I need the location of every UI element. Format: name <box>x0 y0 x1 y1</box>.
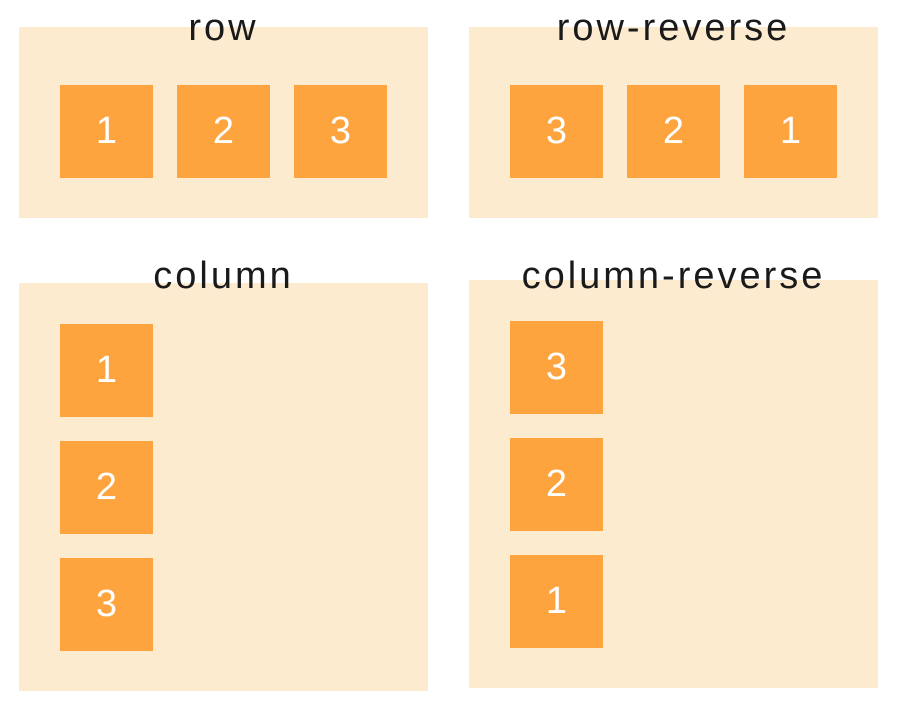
flex-column-reverse-panel: column-reverse 3 2 1 <box>469 257 878 688</box>
flex-column-panel: column 1 2 3 <box>19 257 428 691</box>
flex-item: 3 <box>510 85 603 178</box>
flex-item: 3 <box>60 558 153 651</box>
flex-item: 1 <box>744 85 837 178</box>
flex-item: 1 <box>60 324 153 417</box>
flex-item: 2 <box>510 438 603 531</box>
flex-item: 3 <box>294 85 387 178</box>
flex-row-panel: row 1 2 3 <box>19 9 428 218</box>
panel-title: column-reverse <box>521 255 826 297</box>
flex-item: 2 <box>177 85 270 178</box>
flex-item: 1 <box>60 85 153 178</box>
panel-title: row <box>188 7 259 49</box>
flex-row-reverse-panel: row-reverse 3 2 1 <box>469 9 878 218</box>
panel-title: row-reverse <box>556 7 791 49</box>
panel-title: column <box>153 255 294 297</box>
flex-item: 2 <box>60 441 153 534</box>
flex-item: 3 <box>510 321 603 414</box>
flex-item: 2 <box>627 85 720 178</box>
flex-item: 1 <box>510 555 603 648</box>
